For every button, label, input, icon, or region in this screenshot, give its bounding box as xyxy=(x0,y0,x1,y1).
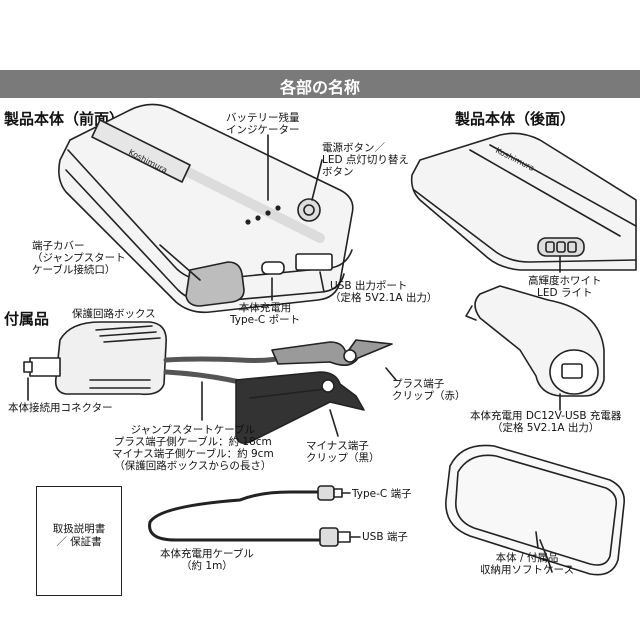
label-jump-cable: ジャンプスタートケーブル プラス端子側ケーブル：約 18cm マイナス端子側ケー… xyxy=(112,424,274,472)
charge-cable-icon xyxy=(148,485,351,547)
port-cover-icon xyxy=(185,261,245,307)
label-protection-box: 保護回路ボックス xyxy=(72,308,156,320)
type-c-port-icon xyxy=(261,261,285,275)
section-header-bar: 各部の名称 xyxy=(0,70,640,98)
label-manual: 取扱説明書 ／ 保証書 xyxy=(52,523,106,548)
label-usb-end: USB 端子 xyxy=(362,531,408,543)
label-battery-indicator: バッテリー残量 インジケーター xyxy=(226,112,300,136)
manual-warranty-card: 取扱説明書 ／ 保証書 xyxy=(36,486,122,596)
power-button-icon xyxy=(297,198,321,222)
label-minus-clip: マイナス端子 クリップ（黒） xyxy=(306,440,380,464)
power-bank-back: Koshimura xyxy=(410,132,637,271)
led-light-icon xyxy=(537,237,585,257)
label-car-charger: 本体充電用 DC12V-USB 充電器 （定格 5V2.1A 出力） xyxy=(470,410,622,434)
label-led-light: 高輝度ホワイト LED ライト xyxy=(528,275,602,299)
usb-port-icon xyxy=(295,253,333,271)
connector-plug-icon xyxy=(23,357,61,377)
label-type-c-port: 本体充電用 Type-C ポート xyxy=(230,302,301,326)
car-charger-icon xyxy=(465,285,605,397)
label-port-cover: 端子カバー （ジャンプスタート ケーブル接続口） xyxy=(32,240,126,276)
label-connector: 本体接続用コネクター xyxy=(8,402,113,414)
power-bank-front: Koshimura xyxy=(58,103,354,314)
label-soft-case: 本体 / 付属品 収納用ソフトケース xyxy=(480,552,574,576)
accessories-title: 付属品 xyxy=(4,310,50,328)
back-view-title: 製品本体（後面） xyxy=(455,110,576,128)
minus-clip-icon xyxy=(235,371,365,444)
label-usb-out: USB 出力ポート （定格 5V2.1A 出力） xyxy=(330,280,438,304)
label-charge-cable: 本体充電用ケーブル （約 1m） xyxy=(160,548,254,572)
front-view-title: 製品本体（前面） xyxy=(4,110,125,128)
soft-case-icon xyxy=(445,444,626,576)
plus-clip-icon xyxy=(271,339,393,366)
section-header-title: 各部の名称 xyxy=(279,78,360,97)
label-plus-clip: プラス端子 クリップ（赤） xyxy=(392,378,466,402)
label-type-c-end: Type-C 端子 xyxy=(352,488,412,500)
protection-circuit-box xyxy=(54,321,167,396)
battery-indicator-leds xyxy=(245,205,281,225)
label-power-button: 電源ボタン／ LED 点灯切り替え ボタン xyxy=(322,142,409,178)
